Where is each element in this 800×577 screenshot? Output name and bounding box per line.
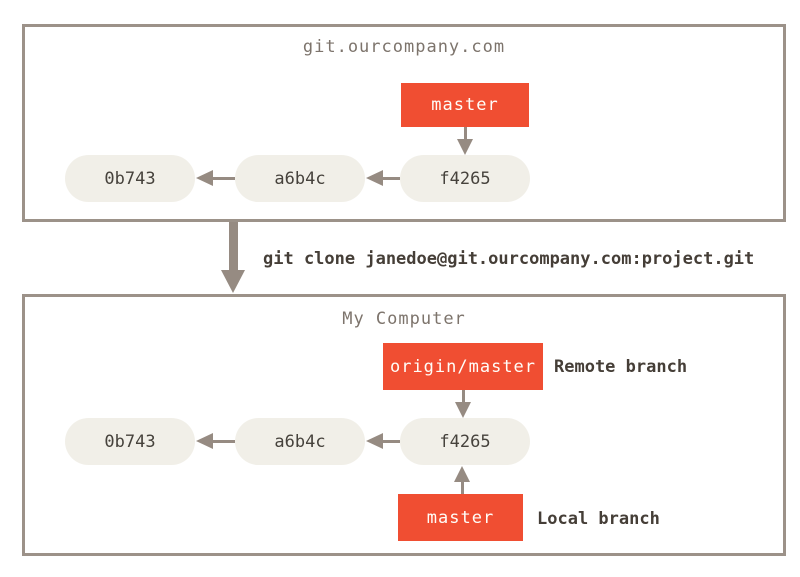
remote-parent-arrow2-head-icon — [366, 170, 383, 186]
remote-commit-a6b4c-text: a6b4c — [274, 168, 326, 189]
local-parent-arrow2-shaft — [382, 440, 400, 443]
remote-commit-0b743-text: 0b743 — [104, 168, 156, 189]
origin-master-branch-text: origin/master — [389, 356, 537, 377]
local-commit-f4265-text: f4265 — [439, 431, 491, 452]
local-commit-f4265: f4265 — [400, 418, 530, 465]
remote-server-title: git.ourcompany.com — [302, 37, 506, 57]
clone-command-text: git clone janedoe@git.ourcompany.com:pro… — [263, 249, 755, 269]
remote-server-box — [22, 24, 786, 222]
remote-master-branch-text: master — [431, 95, 499, 115]
clone-arrow-shaft — [229, 222, 238, 270]
local-commit-a6b4c: a6b4c — [235, 418, 365, 465]
local-machine-box — [22, 294, 786, 556]
local-master-pointer-arrow-head-icon — [454, 466, 470, 482]
remote-parent-arrow2-shaft — [382, 177, 400, 180]
remote-commit-f4265: f4265 — [400, 155, 530, 202]
local-master-branch-label: master — [398, 494, 523, 541]
local-commit-a6b4c-text: a6b4c — [274, 431, 326, 452]
clone-arrow-head-icon — [221, 270, 245, 293]
remote-master-branch-label: master — [401, 83, 529, 127]
remote-commit-f4265-text: f4265 — [439, 168, 491, 189]
remote-parent-arrow1-shaft — [212, 177, 235, 180]
local-branch-annotation: Local branch — [537, 509, 660, 529]
local-parent-arrow1-shaft — [212, 440, 235, 443]
local-parent-arrow2-head-icon — [366, 433, 383, 449]
local-commit-0b743-text: 0b743 — [104, 431, 156, 452]
remote-branch-annotation: Remote branch — [554, 357, 688, 377]
origin-master-pointer-arrow-shaft — [462, 390, 465, 402]
local-commit-0b743: 0b743 — [65, 418, 195, 465]
remote-master-pointer-arrow-head-icon — [457, 139, 473, 155]
local-master-branch-text: master — [426, 507, 495, 528]
local-machine-title: My Computer — [342, 309, 466, 329]
local-master-pointer-arrow-shaft — [461, 481, 464, 494]
remote-parent-arrow1-head-icon — [196, 170, 213, 186]
remote-commit-0b743: 0b743 — [65, 155, 195, 202]
origin-master-pointer-arrow-head-icon — [455, 402, 471, 418]
origin-master-branch-label: origin/master — [383, 343, 543, 390]
remote-master-pointer-arrow-shaft — [464, 127, 467, 140]
local-parent-arrow1-head-icon — [196, 433, 213, 449]
remote-commit-a6b4c: a6b4c — [235, 155, 365, 202]
